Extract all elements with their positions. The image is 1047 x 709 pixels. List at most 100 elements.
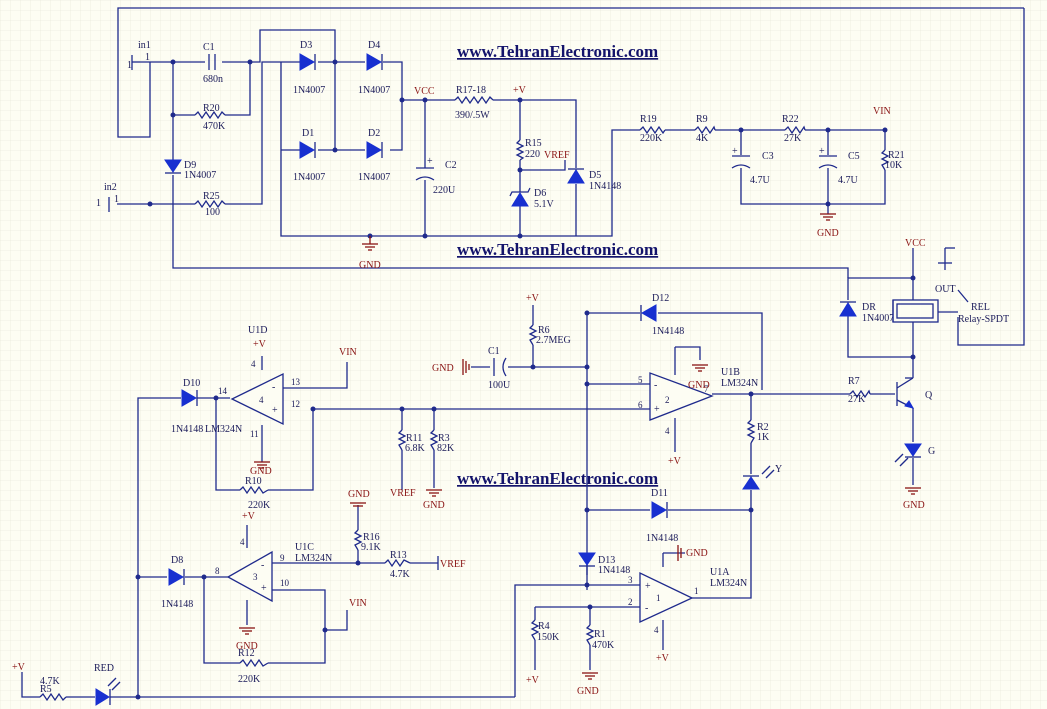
in1-label: in1 [138, 40, 151, 51]
watermark-top[interactable]: www.TehranElectronic.com [457, 42, 658, 61]
svg-text:D10: D10 [183, 378, 200, 389]
resistor-r7[interactable]: R7 27K [848, 376, 871, 405]
watermark-bottom[interactable]: www.TehranElectronic.com [457, 469, 658, 488]
diode-d3[interactable]: D3 1N4007 [293, 40, 325, 96]
input-in2[interactable]: in2 1 1 [96, 182, 119, 212]
svg-text:R4: R4 [538, 621, 550, 632]
resistor-r16[interactable]: R16 9.1K [353, 529, 382, 553]
resistor-r19[interactable]: R19 220K [639, 114, 666, 144]
svg-text:1: 1 [694, 586, 699, 596]
resistor-r2[interactable]: R2 1K [746, 419, 770, 444]
ground-u1c: GND [236, 627, 258, 652]
svg-text:RED: RED [94, 663, 114, 674]
watermark-middle[interactable]: www.TehranElectronic.com [457, 240, 658, 259]
resistor-r4[interactable]: R4 150K [530, 619, 560, 643]
diode-d2[interactable]: D2 1N4007 [358, 128, 390, 183]
diode-d5[interactable]: D5 1N4148 [567, 168, 621, 192]
svg-text:-: - [645, 603, 648, 614]
svg-text:3: 3 [628, 575, 633, 585]
svg-text:470K: 470K [592, 640, 615, 651]
svg-text:4: 4 [654, 625, 659, 635]
svg-text:R22: R22 [782, 114, 799, 125]
resistor-r12[interactable]: R12 220K [238, 648, 269, 685]
svg-text:2: 2 [665, 395, 670, 405]
vplus-u1b: +V [668, 418, 682, 467]
capacitor-c5[interactable]: + C5 4.7U [818, 146, 860, 186]
capacitor-c1-top[interactable]: C1 680n [203, 42, 223, 85]
ground-led-g: GND [903, 487, 925, 511]
diode-d10[interactable]: D10 1N4148 LM324N [171, 378, 242, 435]
svg-text:8: 8 [215, 566, 220, 576]
svg-text:D3: D3 [300, 40, 312, 51]
svg-text:14: 14 [218, 386, 228, 396]
svg-text:GND: GND [432, 363, 454, 374]
ground-u1d: GND [250, 461, 272, 477]
capacitor-c3[interactable]: + C3 4.7U [731, 146, 774, 186]
svg-text:9: 9 [280, 553, 285, 563]
svg-text:10: 10 [280, 578, 290, 588]
svg-text:VCC: VCC [905, 238, 926, 249]
opamp-u1b[interactable]: -+ 5 6 7 2 4 U1B LM324N [638, 367, 758, 436]
svg-text:4: 4 [251, 359, 256, 369]
resistor-r6[interactable]: R6 2.7MEG [528, 324, 571, 346]
resistor-r21[interactable]: R21 10K [880, 149, 905, 171]
svg-text:+: + [732, 146, 738, 157]
input-in1[interactable]: in1 1 1 [127, 40, 151, 71]
led-red[interactable]: RED [94, 663, 121, 706]
svg-text:D9: D9 [184, 160, 196, 171]
resistor-r20[interactable]: R20 470K [194, 103, 226, 132]
transistor-q[interactable]: Q [896, 377, 933, 409]
diode-dr[interactable]: DR 1N4007 [839, 301, 894, 324]
relay-rel[interactable]: OUT REL Relay-SPDT [892, 247, 1009, 325]
relay-out-label: OUT [935, 284, 956, 295]
resistor-r9[interactable]: R9 4K [694, 114, 716, 144]
svg-text:REL: REL [971, 302, 990, 313]
led-g[interactable]: G [894, 443, 935, 467]
u1d-part-label: LM324N [205, 424, 242, 435]
diode-d8[interactable]: D8 1N4148 [161, 555, 193, 610]
svg-text:VREF: VREF [440, 559, 466, 570]
relay-wires [847, 248, 969, 378]
resistor-r17-18[interactable]: R17-18 390/.5W [454, 85, 494, 121]
resistor-r22[interactable]: R22 27K [782, 114, 806, 144]
svg-text:C3: C3 [762, 151, 774, 162]
svg-text:4.7K: 4.7K [390, 569, 411, 580]
resistor-r10[interactable]: R10 220K [239, 476, 271, 511]
opamp-u1d[interactable]: -+ 13 12 14 4 4 11 U1D [218, 325, 301, 439]
led-y[interactable]: Y [742, 464, 782, 490]
zener-d6[interactable]: D6 5.1V [509, 187, 555, 210]
capacitor-c2[interactable]: + C2 220U [415, 156, 457, 196]
vref-label-supply: VREF [544, 150, 570, 161]
resistor-r13[interactable]: R13 4.7K [384, 550, 411, 580]
diode-d11[interactable]: D11 1N4148 [646, 488, 678, 544]
opamp-u1a[interactable]: +- 3 2 1 1 4 U1A LM324N [628, 567, 747, 635]
svg-text:1N4148: 1N4148 [171, 424, 203, 435]
svg-text:+: + [645, 581, 651, 592]
ground-r1: GND [577, 672, 599, 697]
diode-d13[interactable]: D13 1N4148 [578, 552, 630, 576]
svg-text:R21: R21 [888, 150, 905, 161]
opamp-u1c[interactable]: -+ 9 10 8 3 4 U1C LM324N [215, 537, 332, 603]
in2-label: in2 [104, 182, 117, 193]
resistor-r11[interactable]: R11 6.8K [397, 429, 426, 454]
diode-d1[interactable]: D1 1N4007 [293, 128, 325, 183]
svg-text:4: 4 [665, 426, 670, 436]
diode-d12[interactable]: D12 1N4148 [640, 293, 684, 337]
svg-text:1N4007: 1N4007 [358, 172, 390, 183]
ground-supply: GND [359, 236, 381, 271]
resistor-r25[interactable]: R25 100 [194, 191, 226, 218]
resistor-r15[interactable]: R15 220 [515, 138, 542, 161]
resistor-r1[interactable]: R1 470K [585, 624, 615, 651]
resistor-r3[interactable]: R3 82K [429, 429, 455, 454]
diode-d4[interactable]: D4 1N4007 [358, 40, 390, 96]
diode-d9[interactable]: D9 1N4007 [164, 159, 216, 181]
svg-text:11: 11 [250, 429, 259, 439]
ground-filter: GND [817, 213, 839, 239]
svg-text:VIN: VIN [873, 106, 891, 117]
svg-text:R16: R16 [363, 532, 380, 543]
svg-text:+: + [819, 146, 825, 157]
resistor-r5[interactable]: 4.7K R5 [39, 676, 67, 702]
supply-wires [117, 7, 1025, 346]
capacitor-c1-mid[interactable]: C1 100U [488, 346, 511, 391]
